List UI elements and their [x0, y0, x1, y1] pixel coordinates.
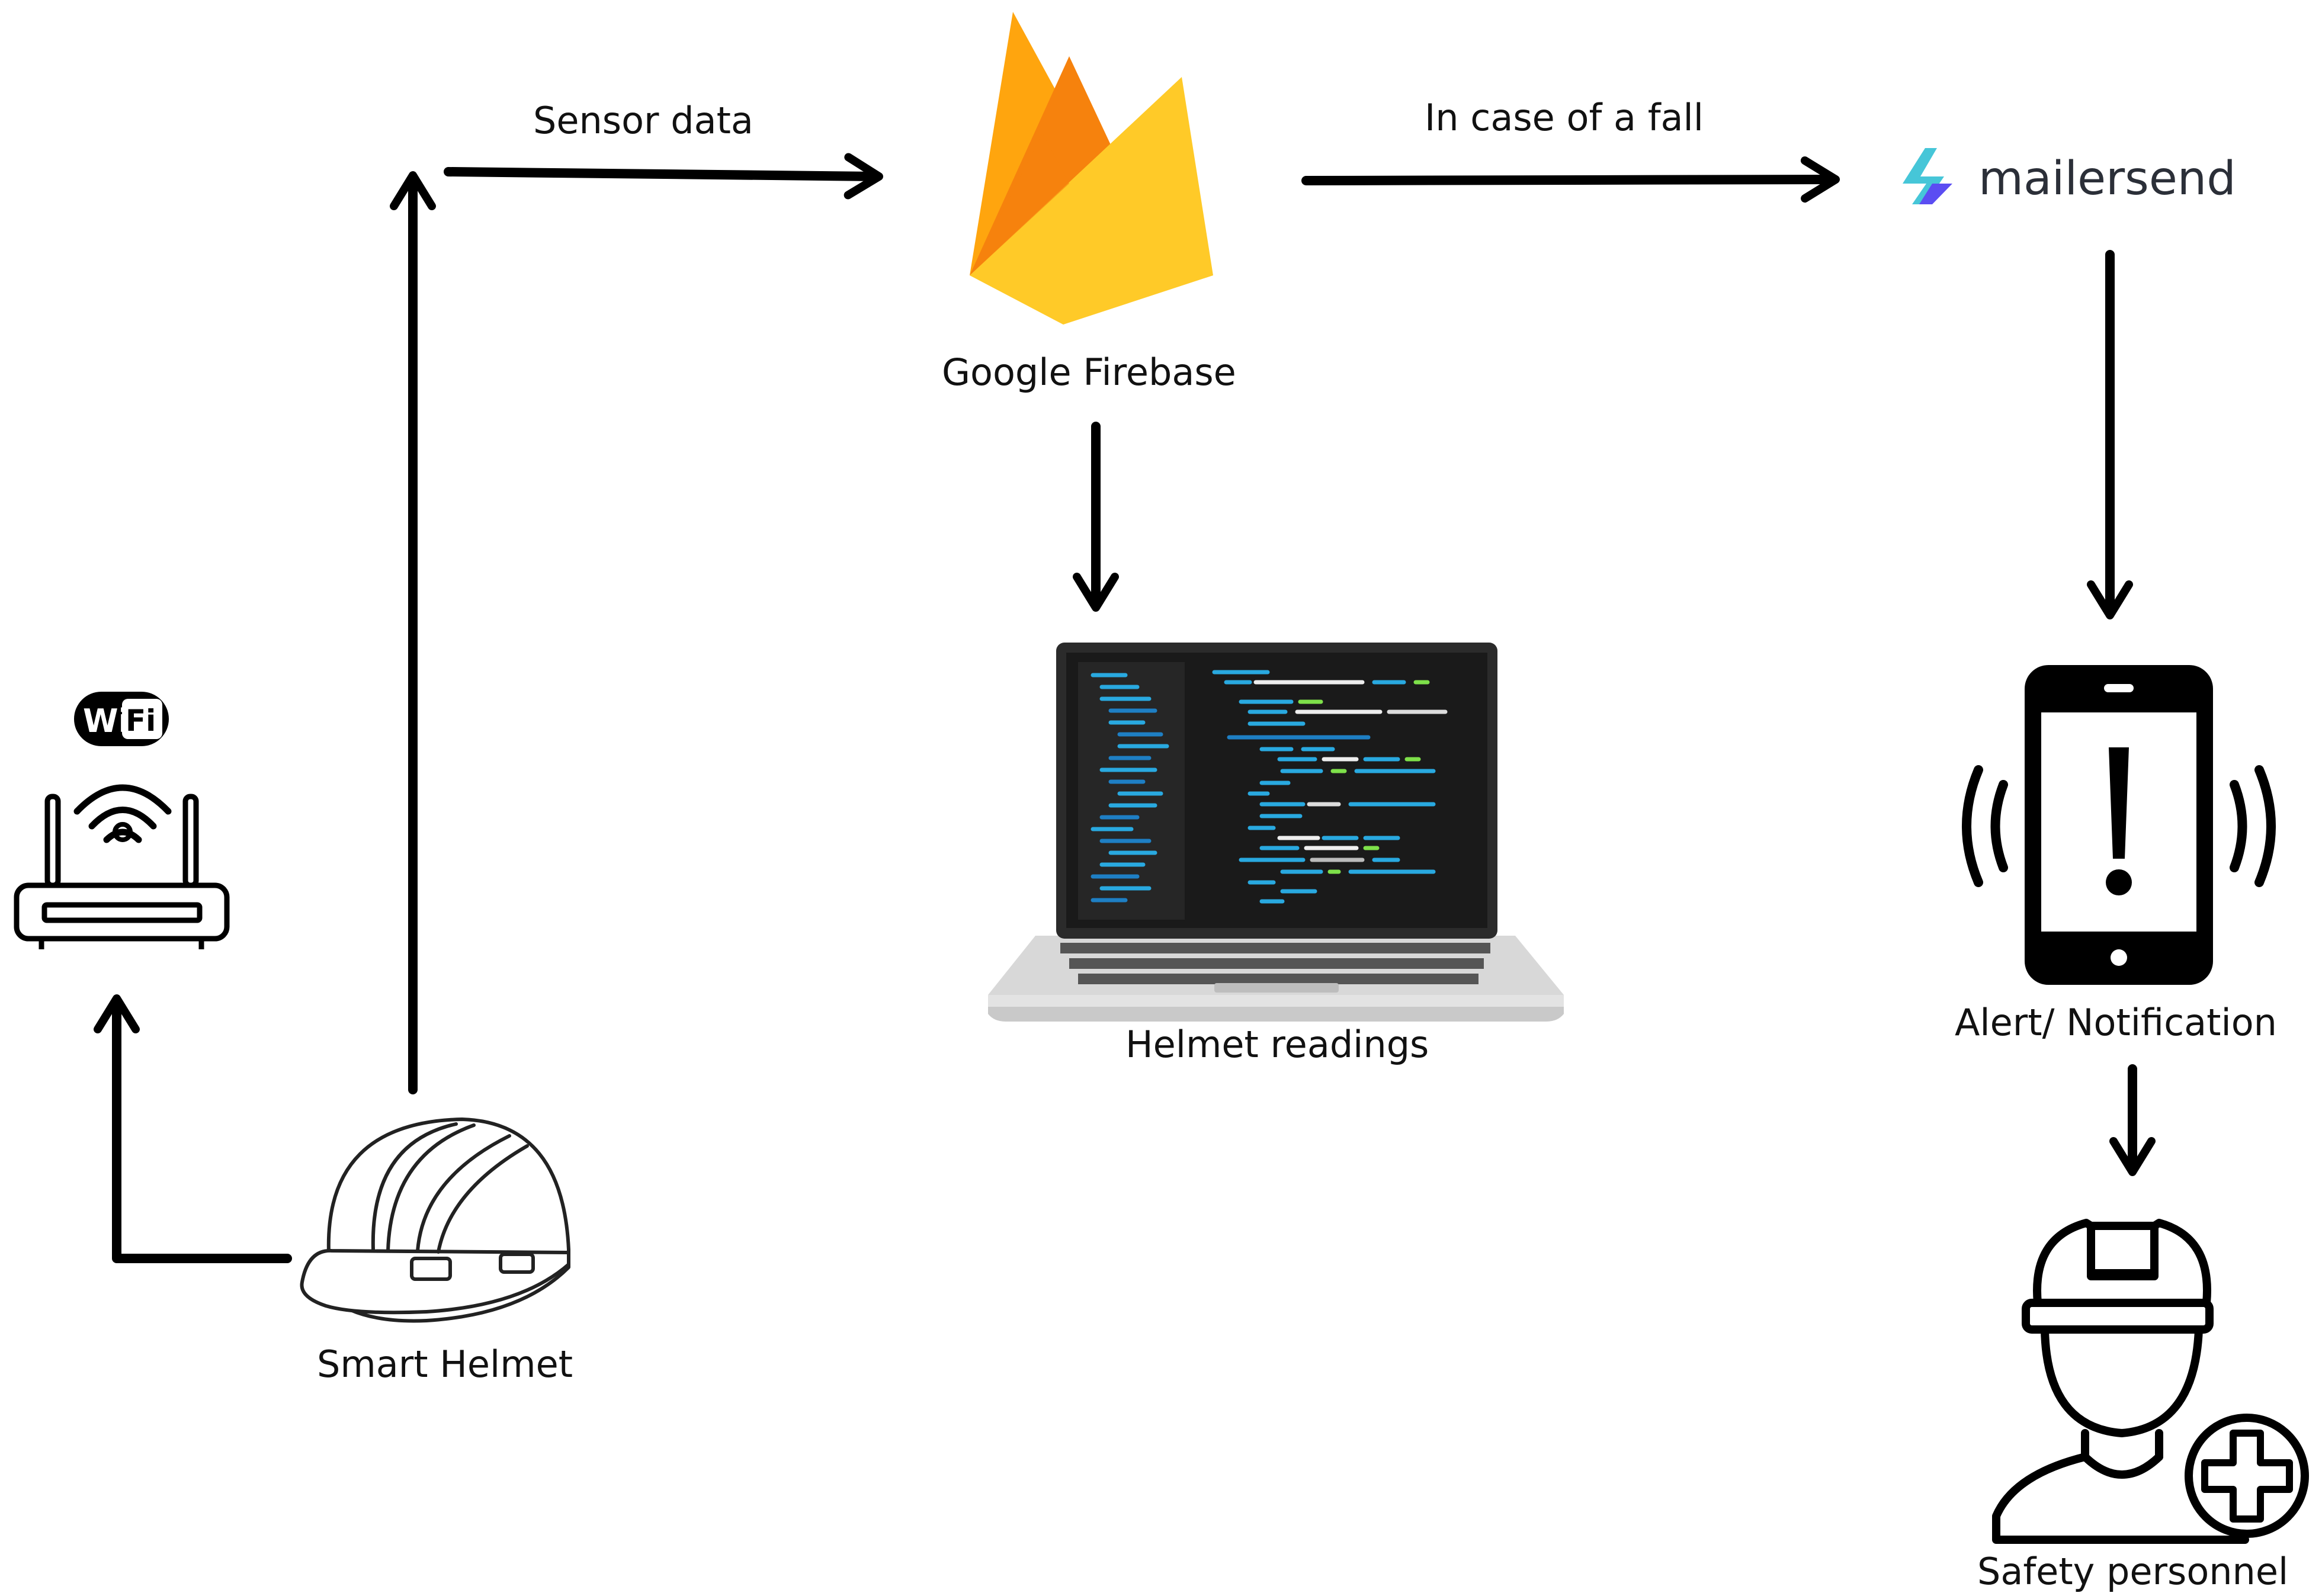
label-safety-personnel: Safety personnel: [1977, 1550, 2288, 1593]
arrow-to-firebase: [444, 153, 883, 200]
safety-worker-icon: [1992, 1219, 2309, 1544]
label-smart-helmet: Smart Helmet: [317, 1343, 573, 1386]
label-google-firebase: Google Firebase: [942, 351, 1236, 394]
arrow-firebase-to-mailersend: [1301, 156, 1840, 203]
label-helmet-readings: Helmet readings: [1125, 1023, 1429, 1066]
wifi-badge-fi: Fi: [126, 704, 156, 738]
mailersend-logo-icon: mailersend: [1903, 148, 2236, 205]
arrows: [94, 153, 2156, 1263]
code-lines: [1091, 670, 1448, 904]
phone-alert-icon: [1962, 665, 2276, 985]
firebase-logo-icon: [970, 12, 1213, 325]
arrow-helmet-to-router: [94, 994, 292, 1263]
wifi-router-icon: Wi Fi: [14, 692, 230, 949]
wifi-badge-wi: Wi: [83, 702, 129, 740]
mailersend-wordmark: mailersend: [1978, 152, 2236, 205]
laptop-code-icon: [988, 643, 1564, 1022]
label-sensor-data: Sensor data: [533, 99, 753, 142]
label-in-case-of-fall: In case of a fall: [1425, 96, 1704, 139]
hard-hat-icon: [300, 1117, 570, 1323]
label-alert-notification: Alert/ Notification: [1955, 1001, 2277, 1044]
